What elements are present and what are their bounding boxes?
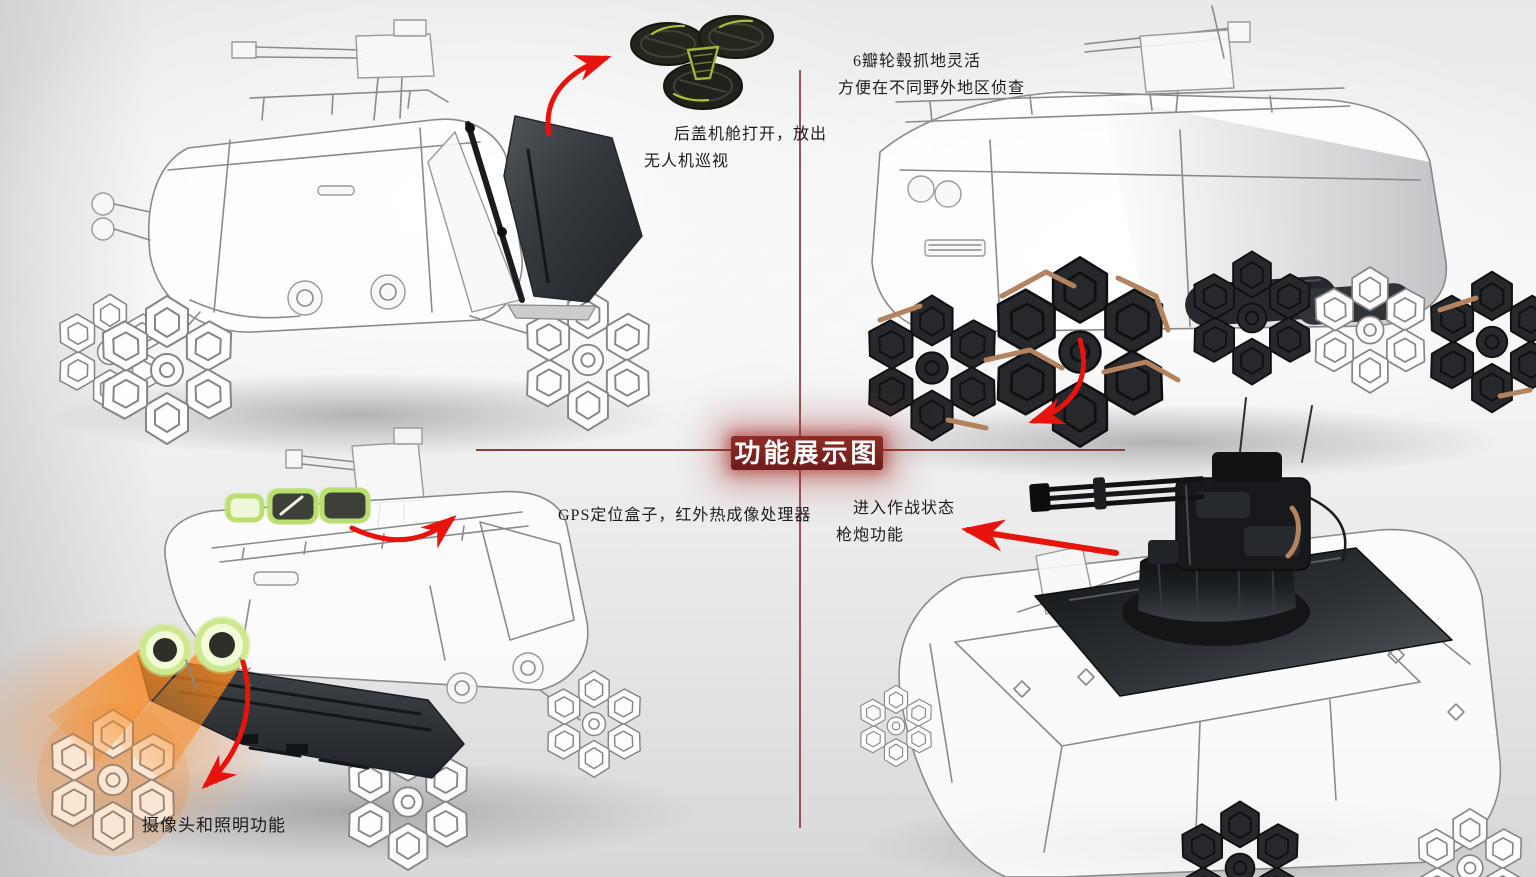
annotation-combat-line1: 进入作战状态 [853,500,956,517]
annotation-rear-hatch-line2: 无人机巡视 [644,153,730,170]
arrow-hatch-to-drone [545,55,612,137]
turret-gun-lineart [231,19,449,121]
view-gps-and-lights [0,427,700,870]
annotation-wheels: 6瓣轮毂抓地灵活 方便在不同野外地区侦查 [838,48,1025,102]
copper-wheel-frames [877,269,1533,431]
arrow-gps-to-label [349,515,457,549]
annotation-combat: 进入作战状态 枪炮功能 [836,495,955,549]
annotation-gps: GPS定位盒子，红外热成像处理器 [558,502,811,529]
turret-gun-lineart [285,427,425,529]
gps-boxes [224,487,371,525]
page-title: 功能展示图 [731,436,883,470]
annotation-combat-line2: 枪炮功能 [836,527,905,544]
annotation-wheels-line1: 6瓣轮毂抓地灵活 [853,53,982,70]
camera-light-rings [138,616,251,689]
arrow-wheel-rotation [1028,337,1086,425]
vehicle-body-lineart [91,118,557,345]
turret-gun-lineart [1084,5,1251,113]
gun-barrels [1029,476,1205,513]
annotation-wheels-line2: 方便在不同野外地区侦查 [838,80,1026,97]
annotation-rear-hatch-line1: 后盖机舱打开，放出 [674,126,828,143]
turret [1029,397,1347,646]
view-combat-turret [855,397,1536,877]
arrow-front-camera [201,659,251,790]
light-beams [48,638,240,782]
annotation-rear-hatch: 后盖机舱打开，放出 无人机巡视 [644,121,827,175]
view-six-petal-wheels [820,5,1536,480]
view-rear-hatch-and-drone [50,15,774,457]
wheel [540,671,647,778]
vehicle-shadow [820,404,1500,480]
arrow-turret-to-label [960,519,1119,556]
vehicle-body-lineart [871,87,1448,333]
annotation-camera-line1: 摄像头和照明功能 [142,816,286,835]
annotation-camera: 摄像头和照明功能 [142,812,286,839]
drone [630,15,774,110]
annotation-gps-line1: GPS定位盒子，红外热成像处理器 [558,507,812,524]
open-rear-hatch [427,115,643,321]
